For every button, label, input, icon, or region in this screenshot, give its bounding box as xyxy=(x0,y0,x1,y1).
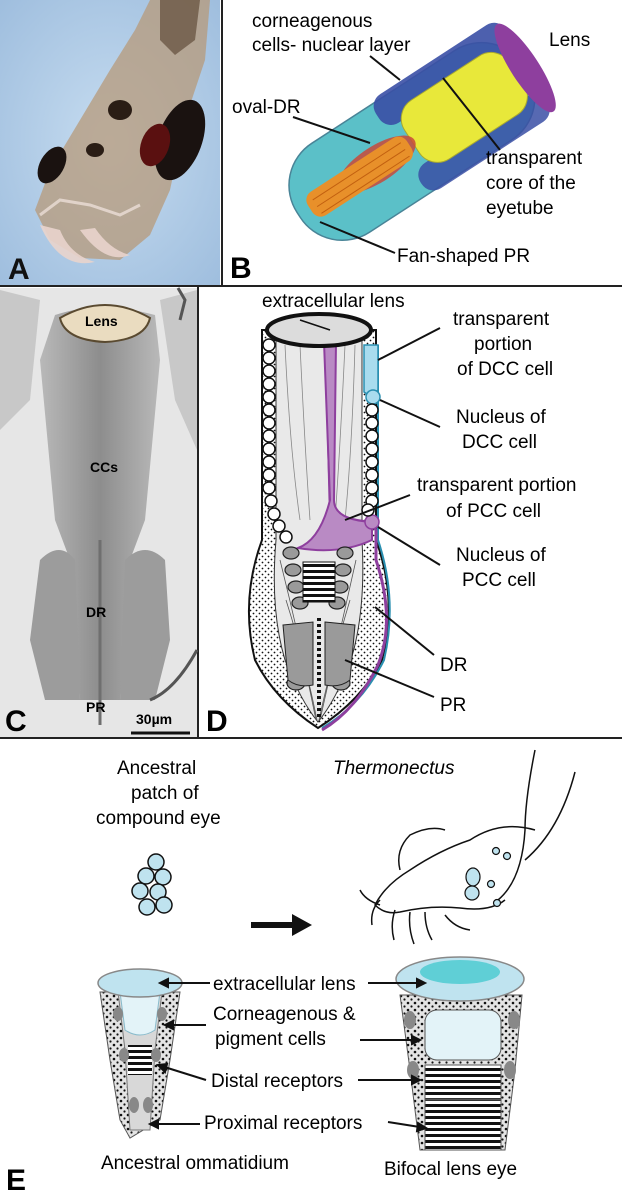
panel-letter-a: A xyxy=(8,253,30,286)
evolution-arrow xyxy=(251,914,312,936)
lens-3d xyxy=(494,23,556,113)
label-cc-2: pigment cells xyxy=(215,1029,326,1050)
label-proximal: Proximal receptors xyxy=(204,1113,362,1134)
label-cc-1: Corneagenous & xyxy=(213,1004,356,1025)
label-pcc-n1: Nucleus of xyxy=(456,545,546,566)
label-pcc-n2: PCC cell xyxy=(462,570,536,591)
panel-letter-e: E xyxy=(6,1164,26,1197)
label-dcc-t1: transparent xyxy=(453,309,550,330)
label-genus: Thermonectus xyxy=(333,758,455,779)
ccs-region xyxy=(40,307,160,700)
ommatidia-patch xyxy=(131,853,173,916)
bifocal-lens-eye xyxy=(395,956,525,1151)
label-core-1: transparent xyxy=(486,148,583,169)
mandible xyxy=(40,225,95,264)
label-pr-c: PR xyxy=(86,699,105,715)
panel-e: Ancestral patch of compound eye Thermone… xyxy=(6,749,576,1197)
label-lens-c: Lens xyxy=(85,313,118,329)
label-dr-c: DR xyxy=(86,604,106,620)
label-corneagenous-2: cells- nuclear layer xyxy=(252,35,411,56)
head-stemmata xyxy=(464,846,512,908)
pr-block-right xyxy=(324,621,356,687)
panel-c: Lens CCs DR PR 30µm C xyxy=(0,287,199,738)
label-ancestral-1: Ancestral xyxy=(117,758,196,779)
lens-photo xyxy=(58,304,152,344)
e-pointers xyxy=(147,977,429,1133)
label-fan-pr: Fan-shaped PR xyxy=(397,246,530,267)
nuclear-layer-3d xyxy=(373,22,512,125)
pcc-nucleus xyxy=(364,514,380,530)
ancestral-ommatidium xyxy=(97,968,183,1139)
larva-head-drawing xyxy=(359,749,576,945)
eye-cluster xyxy=(154,99,206,181)
label-ccs: CCs xyxy=(90,459,118,475)
panel-letter-d: D xyxy=(206,705,228,738)
label-ancestral-2: patch of xyxy=(131,783,199,804)
label-oval-dr: oval-DR xyxy=(232,97,301,118)
label-pcc-t2: of PCC cell xyxy=(446,501,541,522)
label-ext-lens-e: extracellular lens xyxy=(213,974,356,995)
label-dcc-n2: DCC cell xyxy=(462,432,537,453)
label-ancestral-3: compound eye xyxy=(96,808,221,829)
label-core-3: eyetube xyxy=(486,198,554,219)
label-distal: Distal receptors xyxy=(211,1071,343,1092)
label-corneagenous-1: corneagenous xyxy=(252,11,372,32)
scale-label: 30µm xyxy=(136,711,172,727)
label-dcc-t3: of DCC cell xyxy=(457,359,553,380)
extracellular-lens-d xyxy=(265,312,373,348)
nuclei-chain-right xyxy=(361,403,379,517)
panel-d: extracellular lens transparent portion o… xyxy=(206,291,577,738)
caption-bifocal: Bifocal lens eye xyxy=(384,1159,517,1180)
nuclei-chain-left xyxy=(262,338,293,544)
panel-a: A xyxy=(0,0,220,286)
dcc-nucleus xyxy=(365,389,381,405)
panel-letter-c: C xyxy=(5,705,27,738)
label-dcc-n1: Nucleus of xyxy=(456,407,546,428)
label-core-2: core of the xyxy=(486,173,576,194)
label-dr-d: DR xyxy=(440,655,467,676)
label-ext-lens-d: extracellular lens xyxy=(262,291,405,312)
label-pr-d: PR xyxy=(440,695,466,716)
caption-ancestral: Ancestral ommatidium xyxy=(101,1153,289,1174)
label-pcc-t1: transparent portion xyxy=(417,475,577,496)
dr-stripes xyxy=(302,561,336,603)
pr-block-left xyxy=(282,621,314,687)
label-dcc-t2: portion xyxy=(474,334,532,355)
label-lens-3d: Lens xyxy=(549,30,590,51)
panel-b: corneagenous cells- nuclear layer Lens o… xyxy=(230,11,590,285)
panel-letter-b: B xyxy=(230,252,252,285)
larva-head xyxy=(35,0,210,260)
